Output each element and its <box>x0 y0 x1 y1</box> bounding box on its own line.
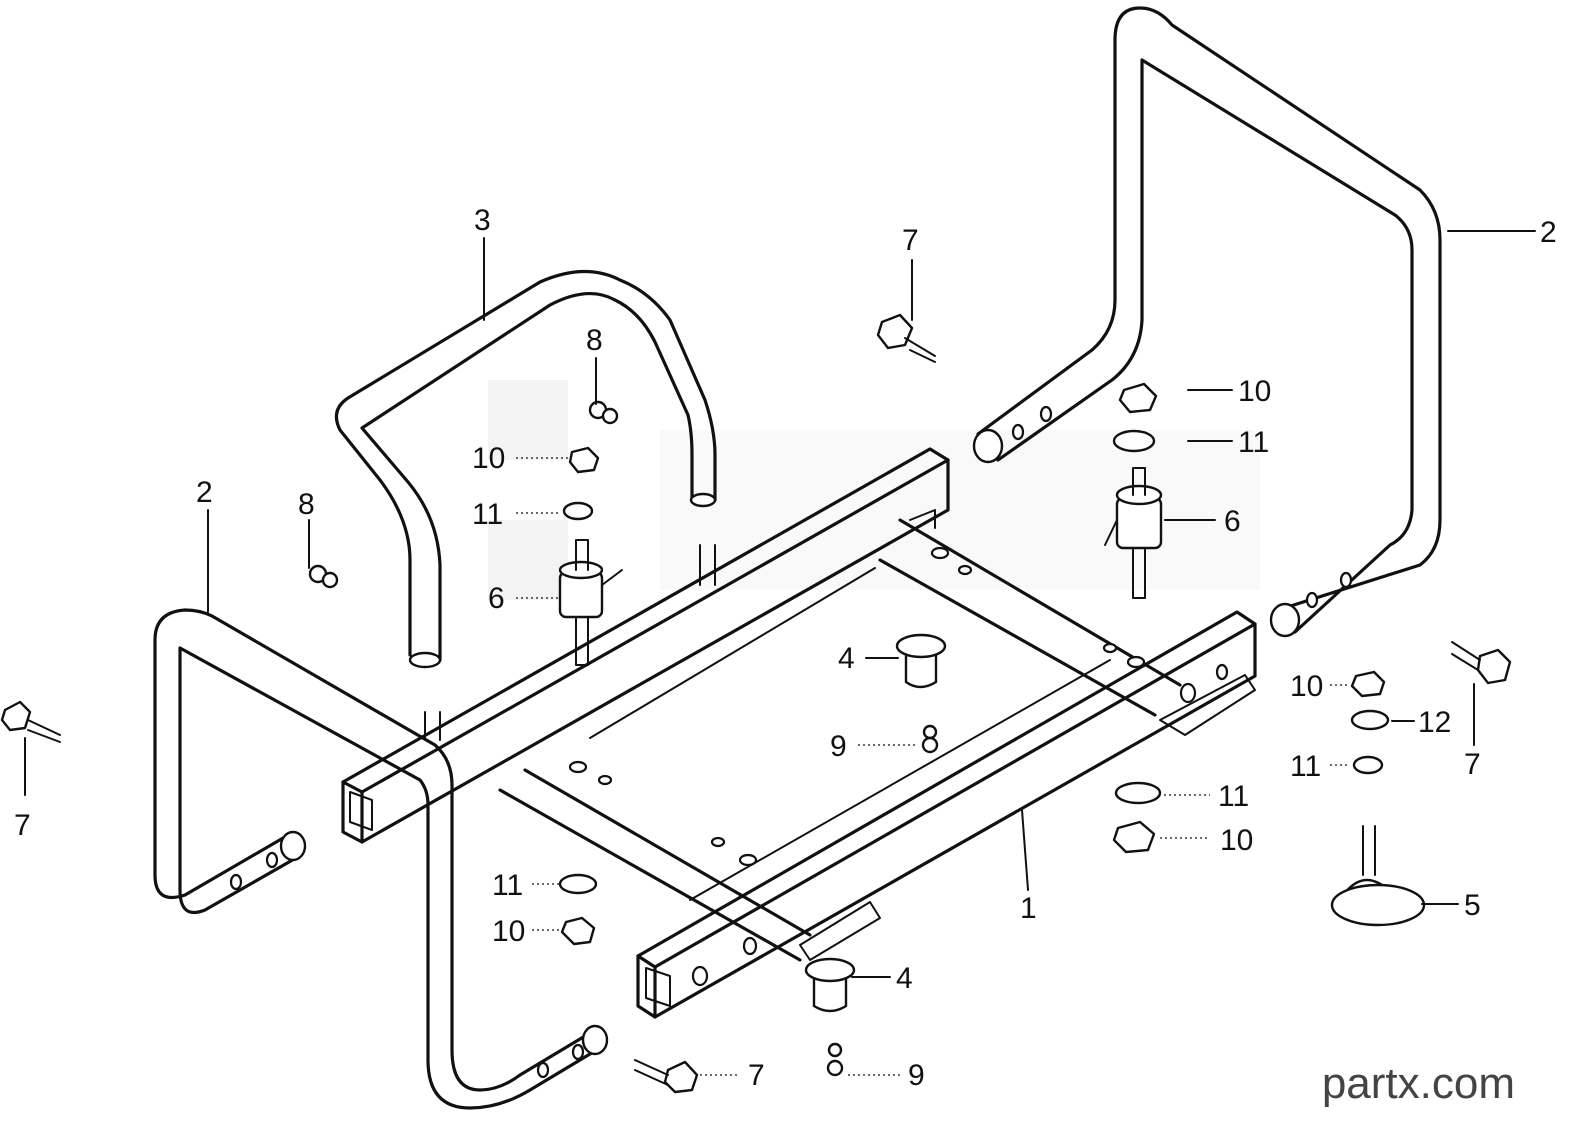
callout-9-a: 9 <box>830 730 847 763</box>
left-handle <box>153 608 609 1110</box>
bolt-left <box>0 700 61 743</box>
callout-6-left: 6 <box>488 582 505 615</box>
callout-8-a: 8 <box>586 324 603 357</box>
rubber-mount-right <box>1104 467 1163 599</box>
cap-bottom <box>804 957 856 1013</box>
bolt-right <box>1451 641 1512 685</box>
callout-7-right: 7 <box>1464 748 1481 781</box>
callout-4-bottom: 4 <box>896 962 913 995</box>
screw-8b <box>308 564 339 589</box>
screw-8a <box>588 400 619 425</box>
callout-2-right: 2 <box>1540 216 1557 249</box>
callout-7-bottom: 7 <box>748 1059 765 1092</box>
callout-10-a: 10 <box>472 442 505 475</box>
callout-5: 5 <box>1464 889 1481 922</box>
callout-11-c: 11 <box>1290 750 1321 783</box>
bolt-bottom <box>634 1059 699 1094</box>
callout-8-b: 8 <box>298 488 315 521</box>
callout-11-a: 11 <box>472 498 503 531</box>
brand-watermark: partx.com <box>1321 1059 1515 1108</box>
screw-9a <box>921 724 939 754</box>
callouts: 1 2 2 3 4 4 5 6 6 7 7 7 7 8 8 9 9 10 10 … <box>14 204 1557 1092</box>
callout-12: 12 <box>1418 706 1451 739</box>
right-handle <box>972 6 1442 638</box>
callout-7-top: 7 <box>902 224 919 257</box>
callout-9-b: 9 <box>908 1059 925 1092</box>
callout-7-left: 7 <box>14 809 31 842</box>
callout-10-e: 10 <box>492 915 525 948</box>
callout-10-d: 10 <box>1220 824 1253 857</box>
callout-11-d: 11 <box>1218 780 1249 813</box>
callout-3: 3 <box>474 204 491 237</box>
callout-10-b: 10 <box>1238 375 1271 408</box>
nuts <box>560 382 1386 946</box>
callout-2-left: 2 <box>196 476 213 509</box>
callout-11-e: 11 <box>492 869 523 902</box>
callout-11-b: 11 <box>1238 426 1269 459</box>
base-frame <box>341 447 1257 1019</box>
washers <box>558 429 1390 895</box>
rubber-foot <box>1330 825 1426 927</box>
cap-top <box>895 633 947 689</box>
screw-9b <box>826 1042 844 1077</box>
leader-lines <box>24 230 1536 1076</box>
callout-10-c: 10 <box>1290 670 1323 703</box>
callout-6-right: 6 <box>1224 505 1241 538</box>
upper-bar <box>334 269 717 741</box>
callout-1: 1 <box>1020 892 1037 925</box>
rubber-mount-left <box>558 539 623 666</box>
bolt-top <box>876 313 936 363</box>
callout-4-top: 4 <box>838 642 855 675</box>
